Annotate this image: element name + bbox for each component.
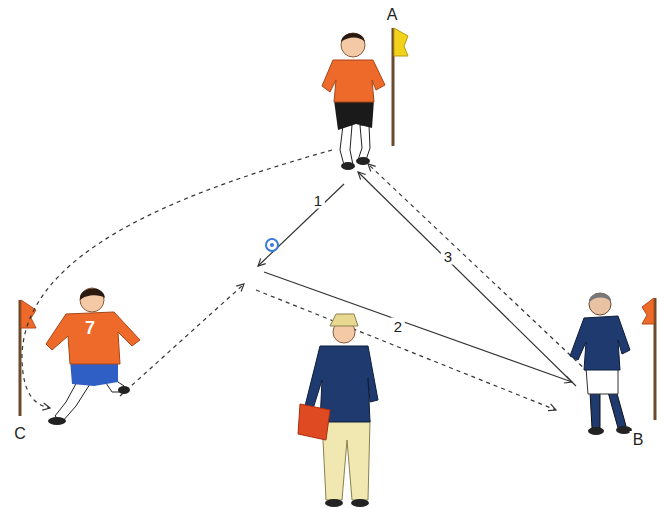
callout-number: 1	[311, 192, 325, 209]
run-line	[368, 164, 588, 372]
player-letter: B	[630, 431, 647, 449]
ball	[266, 239, 278, 251]
player-figure	[46, 288, 140, 425]
corner-flag	[642, 298, 654, 324]
player-figure	[570, 293, 632, 435]
referee-figure	[298, 404, 330, 440]
callout-number: 3	[441, 248, 455, 265]
referee-figure	[322, 420, 370, 500]
pass-line	[358, 172, 576, 386]
player-figure	[55, 380, 90, 422]
player-figure	[322, 60, 385, 102]
referee-figure	[298, 314, 378, 507]
player-figure	[80, 288, 105, 300]
pass-line	[264, 272, 572, 382]
run-line	[22, 150, 588, 410]
run-line	[22, 150, 332, 408]
player-figure	[46, 312, 140, 364]
jersey-number: 7	[82, 318, 98, 338]
player-figure	[358, 125, 370, 160]
corner-flag	[394, 28, 408, 56]
referee-figure	[325, 499, 343, 507]
player-figure	[341, 33, 365, 42]
player-figure	[586, 368, 618, 394]
referee-figure	[330, 314, 358, 326]
player-figure	[334, 100, 374, 130]
player-figure	[356, 157, 370, 165]
callout-number: 2	[391, 318, 405, 335]
player-figure	[341, 162, 355, 170]
ball	[270, 243, 274, 247]
player-figure	[118, 386, 130, 394]
player-letter: A	[384, 6, 401, 24]
ball	[266, 239, 278, 251]
player-figure	[80, 288, 104, 312]
player-figure	[322, 33, 385, 170]
referee-figure	[351, 499, 369, 507]
player-figure	[608, 390, 626, 428]
corner-flag	[393, 28, 408, 146]
player-figure	[588, 427, 604, 435]
corner-flag	[642, 298, 655, 420]
player-figure	[589, 293, 611, 315]
pass-line	[258, 172, 576, 386]
player-figure	[341, 33, 365, 57]
player-figure	[590, 392, 600, 428]
player-letter: C	[11, 425, 29, 443]
player-figure	[570, 316, 630, 370]
pass-line	[258, 184, 344, 266]
run-line	[256, 290, 556, 410]
player-figure	[340, 125, 353, 165]
player-figure	[48, 417, 66, 425]
player-figure	[589, 293, 611, 303]
